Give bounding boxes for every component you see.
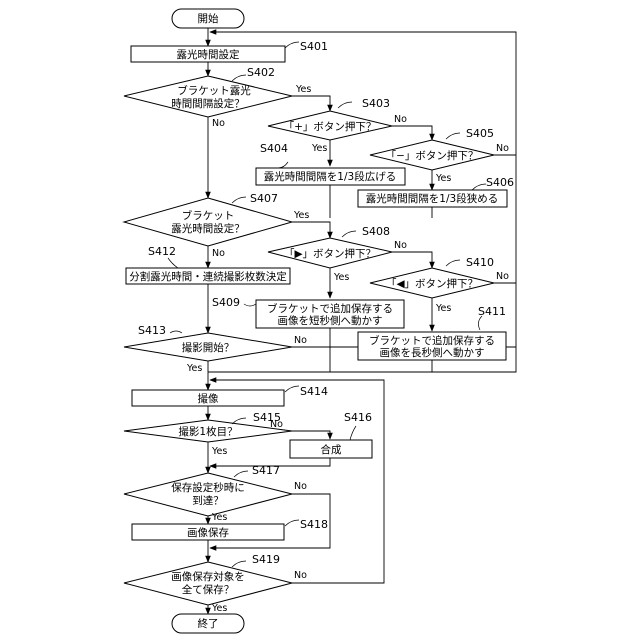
s419-yes-label: Yes bbox=[211, 603, 227, 614]
s415-yes-label: Yes bbox=[211, 446, 227, 457]
s402-text-line2: 時間間隔設定？ bbox=[171, 97, 245, 110]
s411-text-line2: 画像を長秒側へ動かす bbox=[380, 346, 485, 359]
node-start: 開始 bbox=[172, 9, 244, 28]
node-s411: ブラケットで追加保存する 画像を長秒側へ動かす bbox=[358, 332, 506, 360]
step-label-s408: S408 bbox=[362, 225, 390, 238]
node-s409: ブラケットで追加保存する 画像を短秒側へ動かす bbox=[256, 300, 404, 328]
node-s412: 分割露光時間・連続撮影枚数決定 bbox=[126, 268, 290, 284]
s407-no-label: No bbox=[212, 248, 225, 259]
step-label-s416: S416 bbox=[344, 411, 372, 424]
arrow-s402-yes-to-s403 bbox=[292, 96, 330, 111]
s409-text-line2: 画像を短秒側へ動かす bbox=[278, 314, 383, 327]
node-s407: ブラケット 露光時間設定？ bbox=[124, 198, 292, 246]
step-label-s404: S404 bbox=[260, 142, 288, 155]
arrow-s408-no-to-s410 bbox=[392, 252, 432, 268]
node-s413: 撮影開始？ bbox=[124, 333, 292, 361]
arrow-s403-no-to-s405 bbox=[392, 126, 432, 140]
s405-yes-label: Yes bbox=[435, 173, 451, 184]
step-label-s411: S411 bbox=[478, 305, 506, 318]
step-label-s409: S409 bbox=[212, 296, 240, 309]
step-label-s403: S403 bbox=[362, 97, 390, 110]
s408-no-label: No bbox=[394, 240, 407, 251]
s410-no-label: No bbox=[496, 271, 509, 282]
node-s405: 「−」ボタン押下？ bbox=[370, 140, 494, 170]
node-s402: ブラケット露光 時間間隔設定？ bbox=[124, 76, 292, 117]
s417-no-label: No bbox=[294, 481, 307, 492]
s413-yes-label: Yes bbox=[186, 363, 202, 374]
s405-text: 「−」ボタン押下？ bbox=[386, 149, 479, 162]
s403-text: 「+」ボタン押下？ bbox=[284, 120, 377, 133]
s402-text-line1: ブラケット露光 bbox=[177, 84, 251, 97]
step-label-s414: S414 bbox=[300, 385, 328, 398]
s410-yes-label: Yes bbox=[435, 303, 451, 314]
s408-yes-label: Yes bbox=[333, 272, 349, 283]
s412-text: 分割露光時間・連続撮影枚数決定 bbox=[129, 270, 287, 283]
s419-text-line2: 全て保存？ bbox=[182, 583, 235, 596]
node-s416: 合成 bbox=[290, 440, 372, 458]
s405-no-label: No bbox=[496, 143, 509, 154]
step-label-s417: S417 bbox=[252, 464, 280, 477]
arrow-s407-yes-to-s408 bbox=[292, 222, 330, 238]
node-s401: 露光時間設定 bbox=[131, 46, 285, 62]
s401-text: 露光時間設定 bbox=[177, 48, 240, 61]
s418-text: 画像保存 bbox=[187, 526, 229, 539]
step-label-s407: S407 bbox=[250, 192, 278, 205]
s403-yes-label: Yes bbox=[311, 143, 327, 154]
node-s408: 「▶」ボタン押下？ bbox=[268, 238, 392, 268]
node-s406: 露光時間間隔を1/3段狭める bbox=[358, 190, 507, 207]
s417-yes-label: Yes bbox=[211, 512, 227, 523]
step-label-s419: S419 bbox=[252, 553, 280, 566]
step-label-s406: S406 bbox=[486, 176, 514, 189]
node-s403: 「+」ボタン押下？ bbox=[268, 111, 392, 140]
s417-text-line1: 保存設定秒時に bbox=[171, 481, 245, 494]
s413-text: 撮影開始？ bbox=[182, 341, 235, 354]
s419-no-label: No bbox=[294, 570, 307, 581]
s410-text: 「◀」ボタン押下？ bbox=[386, 277, 478, 290]
s406-text: 露光時間間隔を1/3段狭める bbox=[366, 192, 498, 205]
s413-no-label: No bbox=[294, 335, 307, 346]
s417-text-line2: 到達？ bbox=[192, 495, 224, 507]
step-label-s413: S413 bbox=[138, 324, 166, 337]
s407-text-line2: 露光時間設定？ bbox=[171, 222, 245, 235]
s402-yes-label: Yes bbox=[295, 84, 311, 95]
s403-no-label: No bbox=[394, 114, 407, 125]
s415-no-label: No bbox=[270, 419, 283, 430]
s408-text: 「▶」ボタン押下？ bbox=[284, 247, 376, 260]
arrow-s415-no-to-s416 bbox=[292, 431, 330, 439]
step-label-s412: S412 bbox=[148, 245, 176, 258]
step-label-s402: S402 bbox=[247, 66, 275, 79]
node-s419: 画像保存対象を 全て保存？ bbox=[124, 562, 292, 605]
step-label-s418: S418 bbox=[300, 518, 328, 531]
step-label-s410: S410 bbox=[466, 256, 494, 269]
s409-text-line1: ブラケットで追加保存する bbox=[267, 302, 393, 315]
node-s414: 撮像 bbox=[132, 390, 284, 406]
node-end: 終了 bbox=[172, 614, 244, 633]
s404-text: 露光時間間隔を1/3段広げる bbox=[264, 170, 396, 183]
step-label-s401: S401 bbox=[300, 40, 328, 53]
s407-text-line1: ブラケット bbox=[182, 209, 235, 222]
node-s417: 保存設定秒時に 到達？ bbox=[124, 473, 292, 516]
s411-text-line1: ブラケットで追加保存する bbox=[369, 334, 495, 347]
node-s410: 「◀」ボタン押下？ bbox=[370, 268, 494, 298]
step-label-s405: S405 bbox=[466, 127, 494, 140]
s415-text: 撮影1枚目？ bbox=[178, 425, 237, 438]
s402-no-label: No bbox=[212, 118, 225, 129]
node-s404: 露光時間間隔を1/3段広げる bbox=[256, 168, 405, 185]
end-label: 終了 bbox=[198, 617, 219, 630]
node-s418: 画像保存 bbox=[132, 524, 284, 540]
s419-text-line1: 画像保存対象を bbox=[171, 570, 245, 583]
start-label: 開始 bbox=[198, 12, 219, 25]
s416-text: 合成 bbox=[321, 443, 342, 456]
s414-text: 撮像 bbox=[198, 392, 219, 405]
s407-yes-label: Yes bbox=[293, 210, 309, 221]
